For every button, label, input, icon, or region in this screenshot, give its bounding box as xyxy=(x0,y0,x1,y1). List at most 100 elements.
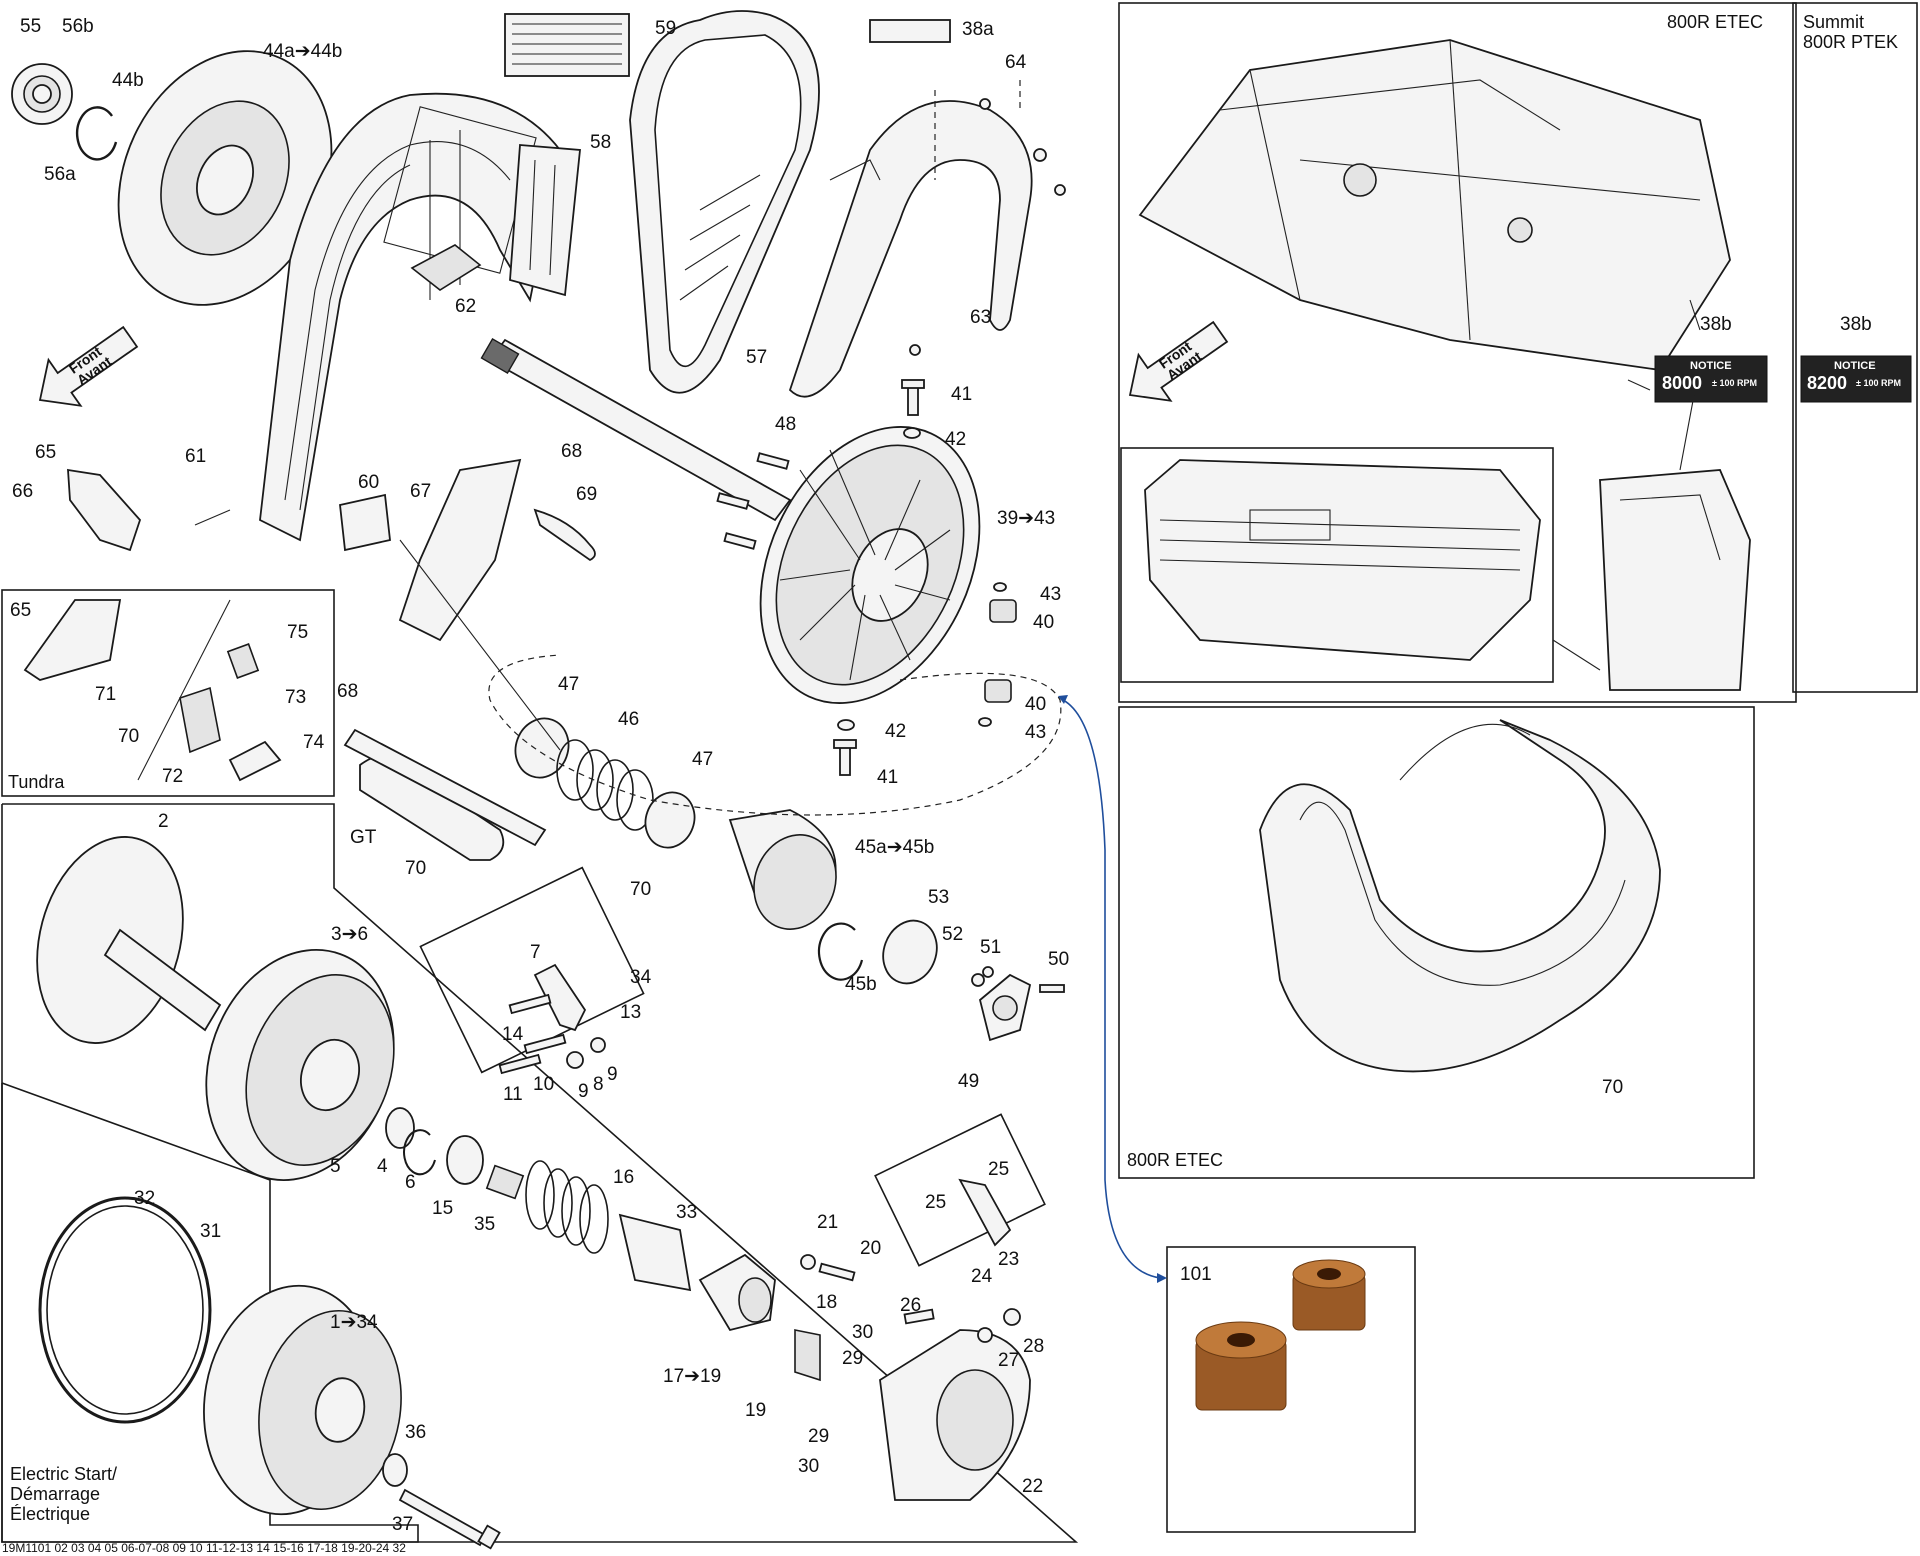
bracket-60 xyxy=(339,493,391,552)
callout-44b: 44b xyxy=(112,70,144,91)
tundra-callout-73: 73 xyxy=(285,687,306,708)
callout-69: 69 xyxy=(576,484,597,505)
callout-16: 16 xyxy=(613,1167,634,1188)
spacer-101a xyxy=(1292,1259,1366,1331)
callout-59: 59 xyxy=(655,18,676,39)
callout-24: 24 xyxy=(971,1266,993,1287)
callout-9b: 9 xyxy=(607,1064,618,1085)
callout-41a: 41 xyxy=(951,384,972,405)
tundra-callout-74: 74 xyxy=(303,732,325,753)
warning-label-59 xyxy=(504,13,630,77)
circlip-44b xyxy=(75,106,118,161)
callout-66: 66 xyxy=(12,481,33,502)
etec-zoom-sketch xyxy=(1144,459,1541,661)
rubber-mount-62 xyxy=(410,244,482,291)
callout-19: 19 xyxy=(745,1400,766,1421)
electric-start-frame xyxy=(1,1082,419,1543)
tundra-callout-75: 75 xyxy=(287,622,308,643)
callout-18: 18 xyxy=(816,1292,837,1313)
cam-45 xyxy=(728,809,837,930)
fastener-64b xyxy=(1033,148,1047,162)
callout-42a: 42 xyxy=(945,429,966,450)
circlip-45b xyxy=(817,922,864,981)
front-arrow-etec: Front Avant xyxy=(1128,320,1229,402)
tundra-title: Tundra xyxy=(8,772,65,792)
callout-11: 11 xyxy=(503,1084,523,1105)
callout-32: 32 xyxy=(134,1188,155,1209)
svg-text:NOTICE: NOTICE xyxy=(1690,360,1732,372)
callout-65: 65 xyxy=(35,442,56,463)
spring-16 xyxy=(525,1160,609,1254)
bolt-37 xyxy=(398,1488,501,1550)
callout-31: 31 xyxy=(200,1221,221,1242)
washer-43b xyxy=(978,717,992,727)
callout-53: 53 xyxy=(928,887,949,908)
callout-50: 50 xyxy=(1048,949,1069,970)
callout-15: 15 xyxy=(432,1198,453,1219)
svg-text:± 100 RPM: ± 100 RPM xyxy=(1712,378,1757,388)
drive-belt-57 xyxy=(629,10,820,394)
callout-61: 61 xyxy=(185,446,206,467)
spider-17 xyxy=(698,1253,776,1332)
callout-60: 60 xyxy=(358,472,379,493)
lever-7 xyxy=(533,963,587,1032)
pin-10 xyxy=(523,1033,567,1055)
callout-46: 46 xyxy=(618,709,639,730)
summit-title-1: Summit xyxy=(1803,12,1864,32)
label-38a xyxy=(869,19,951,43)
etec-top-box xyxy=(1118,2,1797,703)
callout-47b: 47 xyxy=(692,749,713,770)
frame-sketch-right xyxy=(1599,469,1751,691)
callout-26: 26 xyxy=(900,1295,921,1316)
tundra-callout-70: 70 xyxy=(118,726,139,747)
svg-text:8000: 8000 xyxy=(1662,373,1702,393)
callout-1: 1➔34 xyxy=(330,1312,378,1333)
svg-text:± 100 RPM: ± 100 RPM xyxy=(1856,378,1901,388)
tundra-plate-72 xyxy=(228,740,282,782)
washer-53 xyxy=(882,919,938,985)
electric-start-3: Électrique xyxy=(10,1504,90,1524)
washer-51 xyxy=(982,966,994,978)
clip-69 xyxy=(533,508,596,562)
nut-28 xyxy=(1003,1308,1021,1326)
callout-52: 52 xyxy=(942,924,963,945)
callout-45a: 45a➔45b xyxy=(855,837,934,858)
callout-25a: 25 xyxy=(988,1159,1009,1180)
electric-start-1: Electric Start/ xyxy=(10,1464,117,1484)
bracket-58 xyxy=(509,144,581,297)
driven-shaft xyxy=(480,338,792,522)
sleeve-33 xyxy=(618,1213,692,1292)
clutch-subbox-roller xyxy=(874,1113,1046,1267)
driven-disc-44 xyxy=(117,50,333,306)
callout-55: 55 xyxy=(20,16,41,37)
callout-37: 37 xyxy=(392,1514,413,1535)
callout-gt: GT xyxy=(350,827,377,848)
callout-20: 20 xyxy=(860,1238,881,1259)
callout-4: 4 xyxy=(377,1156,388,1177)
driven-pulley-39 xyxy=(759,426,981,704)
spacer-101b xyxy=(1195,1321,1287,1411)
washer-42b xyxy=(837,719,855,731)
callout-42b: 42 xyxy=(885,721,906,742)
nut-52 xyxy=(971,973,985,987)
callout-70c: 70 xyxy=(1602,1077,1623,1098)
callout-23: 23 xyxy=(998,1249,1019,1270)
callout-17: 17➔19 xyxy=(663,1366,721,1387)
belt-guard-63 xyxy=(788,100,1033,398)
washer-27 xyxy=(977,1327,993,1343)
bracket-49 xyxy=(978,973,1032,1042)
fastener-64d xyxy=(909,344,921,356)
callout-38b-ptek: 38b xyxy=(1840,314,1872,335)
bracket-67 xyxy=(398,458,522,642)
spring-46 xyxy=(556,739,654,831)
callout-56b: 56b xyxy=(62,16,94,37)
svg-text:NOTICE: NOTICE xyxy=(1834,360,1876,372)
callout-68a: 68 xyxy=(561,441,582,462)
bolt-41b xyxy=(833,739,857,776)
callout-25b: 25 xyxy=(925,1192,946,1213)
tundra-box xyxy=(1,589,335,797)
callout-41b: 41 xyxy=(877,767,898,788)
callout-45b: 45b xyxy=(845,974,877,995)
